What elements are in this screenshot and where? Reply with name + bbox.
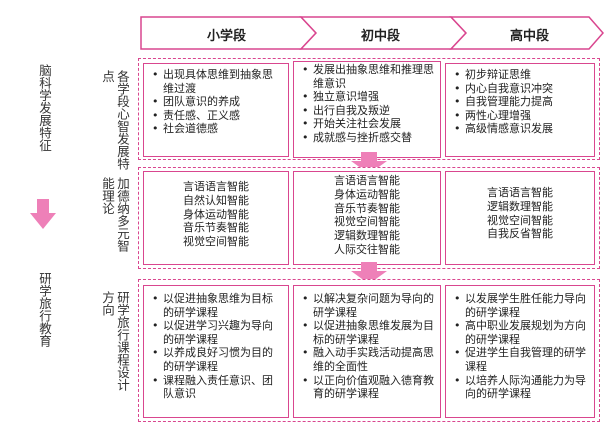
stage-header-arrows (140, 16, 604, 50)
course-box-senior: 以发展学生胜任能力导向的研学课程 高中职业发展规划为方向的研学课程 促进学生自我… (445, 285, 595, 418)
group-label-brain-science: 脑科学发展特征 (37, 64, 52, 152)
list-item: 内心自我意识冲突 (454, 82, 588, 96)
list-item: 言语语言智能 (183, 180, 249, 193)
list-item: 逻辑数理智能 (334, 229, 400, 243)
list-item: 融入动手实践活动提高思维的全面性 (302, 346, 434, 373)
mind-box-primary: 出现具体思维到抽象思维过渡 团队意识的养成 责任感、正义感 社会道德感 (143, 63, 289, 157)
down-arrow-icon (351, 152, 387, 174)
list-item: 音乐节奏智能 (334, 201, 400, 215)
list-item: 以促进抽象思维为目标的研学课程 (152, 292, 282, 319)
list-item: 以养成良好习惯为目的的研学课程 (152, 346, 282, 373)
list-item: 音乐节奏智能 (183, 221, 249, 235)
row-label-multiple-intelligences: 加德纳多元智能理论 (100, 177, 130, 252)
list-item: 发展出抽象思维和推理思维意识 (302, 63, 434, 90)
intel-box-senior: 言语语言智能 逻辑数理智能 视觉空间智能 自我反省智能 (445, 171, 595, 265)
list-item: 视觉空间智能 (334, 215, 400, 229)
list-item: 社会道德感 (152, 122, 282, 136)
header-chevron-senior (449, 16, 604, 50)
mind-box-junior: 发展出抽象思维和推理思维意识 独立意识增强 出行自我及叛逆 开始关注社会发展 成… (293, 61, 441, 158)
list-item: 出行自我及叛逆 (302, 104, 434, 118)
list-item: 以发展学生胜任能力导向的研学课程 (454, 292, 588, 319)
list-item: 以培养人际沟通能力为导向的研学课程 (454, 374, 588, 401)
list-item: 初步辩证思维 (454, 68, 588, 82)
list-item: 两性心理增强 (454, 109, 588, 123)
list-item: 视觉空间智能 (487, 213, 553, 227)
list-item: 自然认知智能 (183, 193, 249, 207)
list-item: 以促进抽象思维发展为目标的研学课程 (302, 319, 434, 346)
list-item: 开始关注社会发展 (302, 117, 434, 131)
course-box-primary: 以促进抽象思维为目标的研学课程 以促进学习兴趣为导向的研学课程 以养成良好习惯为… (143, 285, 289, 418)
column-header-primary: 小学段 (207, 29, 247, 44)
row-label-mind-development: 各学段心智发展特点 (100, 70, 130, 170)
list-item: 高级情感意识发展 (454, 122, 588, 136)
course-box-junior: 以解决复杂问题为导向的研学课程 以促进抽象思维发展为目标的研学课程 融入动手实践… (293, 285, 441, 418)
list-item: 责任感、正义感 (152, 109, 282, 123)
list-item: 自我管理能力提高 (454, 95, 588, 109)
down-arrow-icon (351, 262, 387, 284)
intel-box-junior: 言语语言智能 身体运动智能 音乐节奏智能 视觉空间智能 逻辑数理智能 人际交往智… (293, 171, 441, 265)
list-item: 自我反省智能 (487, 227, 553, 241)
intel-box-primary: 言语语言智能 自然认知智能 身体运动智能 音乐节奏智能 视觉空间智能 (143, 171, 289, 265)
list-item: 以促进学习兴趣为导向的研学课程 (152, 319, 282, 346)
list-item: 身体运动智能 (183, 207, 249, 221)
list-item: 以正向价值观融入德育教育的研学课程 (302, 374, 434, 401)
group-label-study-travel: 研学旅行教育 (37, 272, 52, 347)
list-item: 身体运动智能 (334, 187, 400, 201)
list-item: 言语语言智能 (487, 186, 553, 199)
list-item: 独立意识增强 (302, 90, 434, 104)
list-item: 以解决复杂问题为导向的研学课程 (302, 292, 434, 319)
list-item: 团队意识的养成 (152, 95, 282, 109)
row-label-course-design: 研学旅行课程设计方向 (100, 291, 130, 391)
list-item: 人际交往智能 (334, 242, 400, 256)
column-header-senior: 高中段 (510, 29, 550, 44)
list-item: 视觉空间智能 (183, 235, 249, 249)
left-down-arrow-icon (30, 199, 56, 229)
list-item: 言语语言智能 (334, 174, 400, 187)
list-item: 逻辑数理智能 (487, 199, 553, 213)
list-item: 课程融入责任意识、团队意识 (152, 374, 282, 401)
list-item: 促进学生自我管理的研学课程 (454, 346, 588, 373)
mind-box-senior: 初步辩证思维 内心自我意识冲突 自我管理能力提高 两性心理增强 高级情感意识发展 (445, 63, 595, 157)
list-item: 出现具体思维到抽象思维过渡 (152, 68, 282, 95)
list-item: 高中职业发展规划为方向的研学课程 (454, 319, 588, 346)
list-item: 成就感与挫折感交替 (302, 131, 434, 145)
column-header-junior: 初中段 (361, 29, 401, 44)
